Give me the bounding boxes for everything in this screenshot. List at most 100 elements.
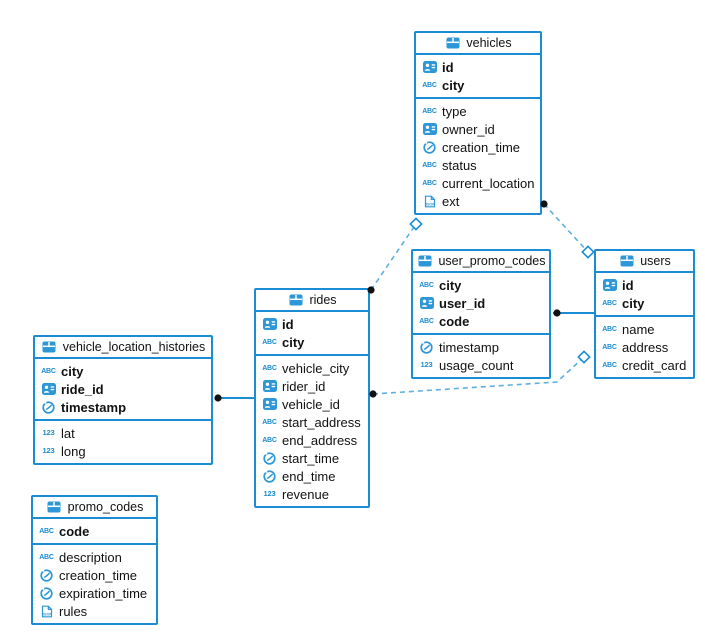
- table-header[interactable]: vehicles: [416, 33, 540, 55]
- column-name: user_id: [439, 295, 486, 311]
- id-type-icon: [421, 61, 438, 73]
- column-name: timestamp: [439, 339, 499, 355]
- table-title: user_promo_codes: [438, 254, 546, 268]
- table-icon: [444, 37, 461, 49]
- text-type-icon: ABC: [602, 343, 617, 351]
- column-name: city: [282, 334, 305, 350]
- svg-text:JSON: JSON: [424, 202, 435, 206]
- text-type-icon: ABC: [422, 81, 437, 89]
- timestamp-type-icon: [421, 140, 438, 154]
- column-row: end_time: [256, 467, 368, 485]
- timestamp-type-icon: [261, 451, 278, 465]
- column-row: ABC start_address: [256, 413, 368, 431]
- table-header[interactable]: vehicle_location_histories: [35, 337, 211, 359]
- text-type-icon: ABC: [602, 361, 617, 369]
- relationship-diamond-endpoint: [409, 217, 423, 231]
- text-type-icon: ABC: [419, 281, 434, 289]
- column-name: status: [442, 157, 477, 173]
- column-name: timestamp: [61, 399, 127, 415]
- timestamp-type-icon: [418, 340, 435, 354]
- column-name: code: [439, 313, 470, 329]
- id-type-icon: [418, 297, 435, 309]
- table-icon: [618, 255, 635, 267]
- table-header[interactable]: users: [596, 251, 693, 273]
- column-name: id: [442, 59, 454, 75]
- timestamp-type-icon: [40, 400, 57, 414]
- relationship-diamond-endpoint: [577, 350, 591, 364]
- table-title: vehicles: [466, 36, 512, 50]
- table-header[interactable]: rides: [256, 290, 368, 312]
- column-row: user_id: [413, 294, 549, 312]
- table-title: rides: [309, 293, 337, 307]
- column-name: id: [282, 316, 294, 332]
- column-name: ext: [442, 193, 460, 209]
- column-name: usage_count: [439, 357, 514, 373]
- text-type-icon: ABC: [422, 179, 437, 187]
- id-type-icon: [40, 383, 57, 395]
- column-row: owner_id: [416, 120, 540, 138]
- column-row: ABC status: [416, 156, 540, 174]
- number-type-icon: 123: [42, 446, 55, 456]
- column-name: vehicle_city: [282, 360, 350, 376]
- text-type-icon: ABC: [422, 161, 437, 169]
- relationship-diamond-endpoint: [581, 245, 595, 259]
- column-name: city: [439, 277, 462, 293]
- id-type-icon: [601, 279, 618, 291]
- text-type-icon: ABC: [262, 418, 277, 426]
- table-title: vehicle_location_histories: [62, 340, 206, 354]
- text-type-icon: ABC: [262, 338, 277, 346]
- column-name: long: [61, 443, 86, 459]
- timestamp-type-icon: [261, 469, 278, 483]
- column-row: creation_time: [33, 566, 156, 584]
- text-type-icon: ABC: [602, 299, 617, 307]
- table-header[interactable]: promo_codes: [33, 497, 156, 519]
- table-icon: [46, 501, 63, 513]
- column-row: creation_time: [416, 138, 540, 156]
- timestamp-type-icon: [38, 568, 55, 582]
- column-row: ABC city: [413, 276, 549, 294]
- column-row: id: [416, 58, 540, 76]
- relationship-dot-endpoint: [553, 309, 561, 317]
- table-title: users: [640, 254, 671, 268]
- column-row: 123 long: [35, 442, 211, 460]
- relationship-line-rides-to-vehicles: [370, 223, 417, 291]
- column-row: expiration_time: [33, 584, 156, 602]
- column-name: code: [59, 523, 90, 539]
- column-name: city: [442, 77, 465, 93]
- column-name: id: [622, 277, 634, 293]
- column-row: id: [596, 276, 693, 294]
- column-name: rules: [59, 603, 88, 619]
- column-name: start_address: [282, 414, 361, 430]
- table-header[interactable]: user_promo_codes: [413, 251, 549, 273]
- table-title: promo_codes: [67, 500, 144, 514]
- column-row: id: [256, 315, 368, 333]
- json-type-icon: JSON: [421, 195, 438, 208]
- column-name: creation_time: [59, 567, 138, 583]
- text-type-icon: ABC: [41, 367, 56, 375]
